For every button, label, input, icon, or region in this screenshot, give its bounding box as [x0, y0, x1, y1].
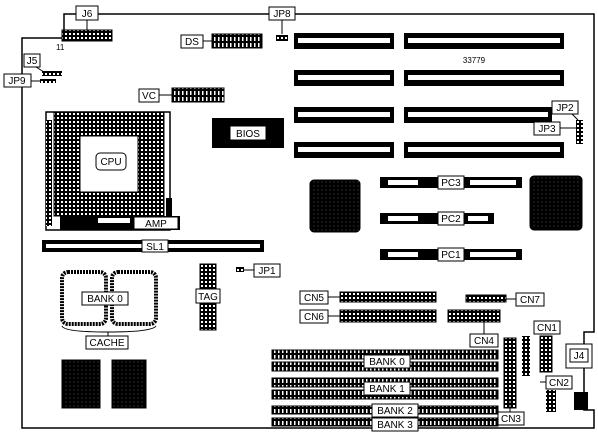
- jp8-jumper: JP8: [268, 6, 296, 41]
- jp2-jumper: JP2: [551, 100, 583, 144]
- ds-dip-switch: DS: [180, 33, 263, 49]
- bios-label: BIOS: [236, 129, 260, 140]
- tag-chip: TAG: [195, 263, 221, 331]
- chip-square-left: [309, 179, 361, 233]
- isa-slots: [294, 33, 564, 158]
- jp3-label: JP3: [538, 124, 556, 135]
- cn2-connector: CN2: [540, 375, 573, 412]
- vc-label: VC: [142, 91, 156, 102]
- jp3-jumper: JP3: [533, 121, 576, 136]
- j4-connector: J4: [565, 343, 593, 410]
- amp-label: AMP: [145, 219, 167, 230]
- cpu-label: CPU: [100, 157, 121, 168]
- cpu-socket: CPU AMP: [45, 111, 180, 231]
- chip-lower-left-1: [61, 359, 101, 409]
- mem-bank0-label: BANK 0: [369, 357, 405, 368]
- memory-bank-2: BANK 2: [271, 403, 499, 418]
- cn6-label: CN6: [304, 312, 324, 323]
- cn4-label: CN4: [474, 336, 494, 347]
- j6-pin-label: 11: [56, 43, 65, 52]
- cache-label: CACHE: [89, 338, 124, 349]
- jp9-label: JP9: [8, 76, 26, 87]
- j4-label: J4: [574, 351, 585, 362]
- pci-slot-pc3: PC3: [380, 175, 522, 190]
- jp1-label: JP1: [258, 266, 276, 277]
- memory-bank-0: BANK 0: [271, 349, 499, 372]
- memory-bank-3: BANK 3: [271, 417, 499, 432]
- memory-bank-1: BANK 1: [271, 377, 499, 400]
- mem-bank1-label: BANK 1: [369, 384, 405, 395]
- cn3-label: CN3: [501, 414, 521, 425]
- j5-jumper: J5: [23, 53, 62, 76]
- j5-label: J5: [27, 56, 38, 67]
- mem-bank2-label: BANK 2: [377, 406, 413, 417]
- mem-bank3-label: BANK 3: [377, 420, 413, 431]
- cn4-connector: CN4: [447, 309, 501, 348]
- j6-header: J6 11: [56, 5, 113, 52]
- cn6-connector: CN6: [299, 309, 437, 324]
- cn1-connector: CN1: [522, 320, 561, 376]
- tag-label: TAG: [198, 292, 218, 303]
- jp9-jumper: JP9: [3, 73, 56, 88]
- pci-slot-pc1: PC1: [380, 247, 522, 262]
- chip-lower-left-2: [111, 359, 147, 409]
- pci-slot-pc2: PC2: [380, 211, 494, 226]
- cache-bank0-label: BANK 0: [87, 294, 123, 305]
- sl1-label: SL1: [146, 242, 164, 253]
- ds-label: DS: [185, 37, 199, 48]
- cache-chips: BANK 0 CACHE: [60, 270, 158, 350]
- bios-chip: BIOS: [212, 118, 284, 148]
- sl1-slot: SL1: [42, 239, 264, 253]
- pc1-label: PC1: [441, 250, 461, 261]
- cn2-label: CN2: [549, 378, 569, 389]
- pc2-label: PC2: [441, 214, 461, 225]
- pc3-label: PC3: [441, 178, 461, 189]
- cn5-label: CN5: [304, 293, 324, 304]
- jp8-label: JP8: [273, 9, 291, 20]
- chip-square-right: [529, 175, 583, 231]
- cn7-label: CN7: [520, 295, 540, 306]
- j6-label: J6: [82, 9, 93, 20]
- cn3-connector: CN3: [497, 337, 525, 426]
- jp1-jumper: JP1: [236, 263, 281, 278]
- jp2-label: JP2: [556, 103, 574, 114]
- board-id-label: 33779: [463, 56, 486, 65]
- cn5-connector: CN5: [299, 290, 437, 305]
- vc-switch: VC: [138, 87, 225, 103]
- cn1-label: CN1: [537, 323, 557, 334]
- cn7-connector: CN7: [465, 292, 545, 307]
